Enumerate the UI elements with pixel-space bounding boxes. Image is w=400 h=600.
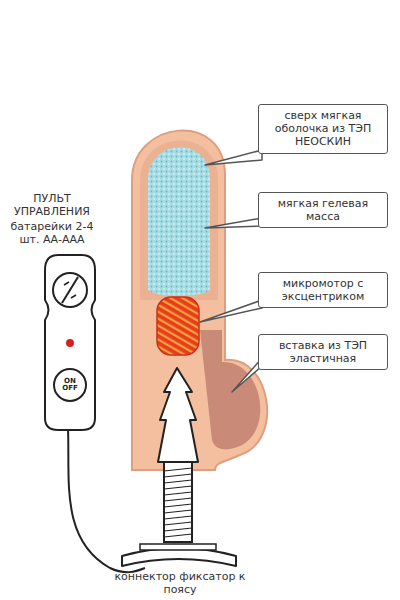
- remote-title: ПУЛЬТ УПРАВЛЕНИЯ: [2, 192, 102, 218]
- callout-box: сверх мягкая оболочка из ТЭП НЕОСКИН: [258, 104, 388, 154]
- connector-label: коннектор фиксатор к поясу: [100, 570, 260, 596]
- callout-text: сверх мягкая оболочка из ТЭП НЕОСКИН: [265, 109, 381, 149]
- callout-text: ON OFF: [57, 378, 83, 393]
- callout-box: микромотор с эксцентриком: [258, 272, 388, 308]
- callout-text: вставка из ТЭП эластичная: [265, 339, 381, 365]
- power-button: ON OFF: [53, 368, 87, 402]
- battery-note: батарейки 2-4 шт. АА-ААА: [2, 220, 102, 246]
- callout-text: мягкая гелевая масса: [265, 197, 381, 223]
- callout-box: вставка из ТЭП эластичная: [258, 334, 388, 370]
- callout-box: мягкая гелевая масса: [258, 192, 388, 228]
- callout-text: микромотор с эксцентриком: [265, 277, 381, 303]
